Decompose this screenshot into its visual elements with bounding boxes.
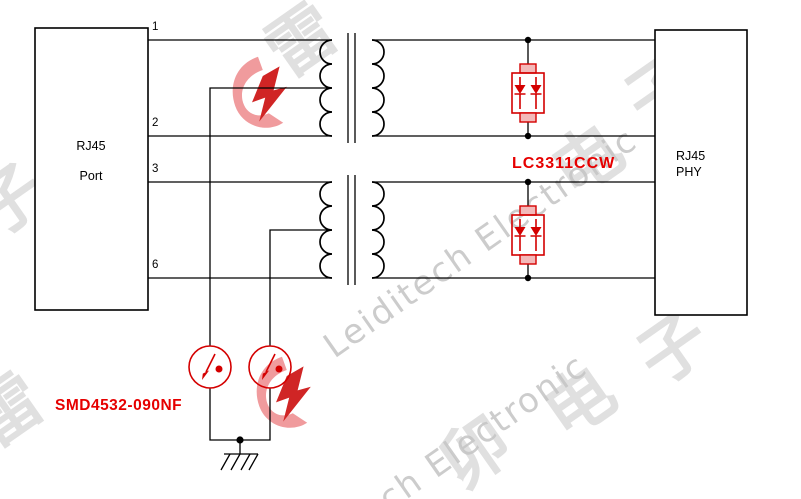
gdt-2	[248, 345, 292, 389]
gdt1-dot	[215, 365, 223, 373]
transformer-2-secondary-coil	[371, 181, 385, 279]
center-tap-1-wire	[209, 87, 332, 346]
rj45-phy-label-line2: PHY	[676, 165, 702, 179]
rj45-port-box: RJ45 Port	[34, 27, 149, 311]
tvs2-diode-left	[514, 227, 526, 236]
junction-dots	[236, 36, 532, 444]
center-tap-2-wire	[269, 229, 332, 346]
gdt1-arrow-shaft	[205, 353, 216, 373]
junction-dot	[524, 178, 532, 186]
tvs2-bottom-terminal	[519, 254, 537, 265]
tvs1-bottom-terminal	[519, 112, 537, 123]
transformer-1-core	[347, 33, 356, 143]
rj45-phy-label-line1: RJ45	[676, 149, 705, 163]
tvs1-top-terminal	[519, 63, 537, 74]
ground-symbol	[220, 453, 259, 471]
gdt-ground-rail	[209, 388, 271, 441]
pin1-label: 1	[152, 21, 158, 33]
gdt-1	[188, 345, 232, 389]
gdt-part-number-label: SMD4532-090NF	[55, 397, 182, 414]
ground-hatch	[220, 453, 259, 471]
gdt2-circle	[248, 345, 292, 389]
tvs-array-1	[511, 63, 545, 123]
wires	[148, 39, 655, 454]
junction-dot	[236, 436, 244, 444]
tvs2-top-terminal	[519, 205, 537, 216]
gdt2-dot	[275, 365, 283, 373]
tvs2-diode-right	[530, 227, 542, 236]
gdt1-arrow-head	[202, 370, 210, 380]
pin3-label: 3	[152, 163, 158, 175]
transformer-1-primary-coil	[319, 39, 333, 137]
tvs-part-number-label: LC3311CCW	[512, 155, 615, 172]
pin6-label: 6	[152, 259, 158, 271]
tvs-array-2	[511, 205, 545, 265]
tvs2-body	[511, 214, 545, 256]
transformer-2-primary-coil	[319, 181, 333, 279]
tvs1-body	[511, 72, 545, 114]
tvs1-diode-right	[530, 85, 542, 94]
gdt2-arrow-head	[262, 370, 270, 380]
transformer-1-secondary-coil	[371, 39, 385, 137]
gdt1-circle	[188, 345, 232, 389]
junction-dot	[524, 132, 532, 140]
junction-dot	[524, 36, 532, 44]
rj45-phy-box: RJ45 PHY	[654, 29, 748, 316]
transformer-1	[319, 33, 385, 143]
gdt2-arrow-shaft	[265, 353, 276, 373]
tvs1-diode-left	[514, 85, 526, 94]
pin-labels: 1 2 3 6	[152, 21, 158, 271]
pin2-label: 2	[152, 117, 158, 129]
rj45-port-label-line1: RJ45	[76, 139, 105, 153]
junction-dot	[524, 274, 532, 282]
rj45-port-outline	[34, 27, 149, 311]
rj45-phy-outline	[654, 29, 748, 316]
rj45-port-label-line2: Port	[80, 169, 103, 183]
transformer-2-core	[347, 175, 356, 285]
transformer-2	[319, 175, 385, 285]
